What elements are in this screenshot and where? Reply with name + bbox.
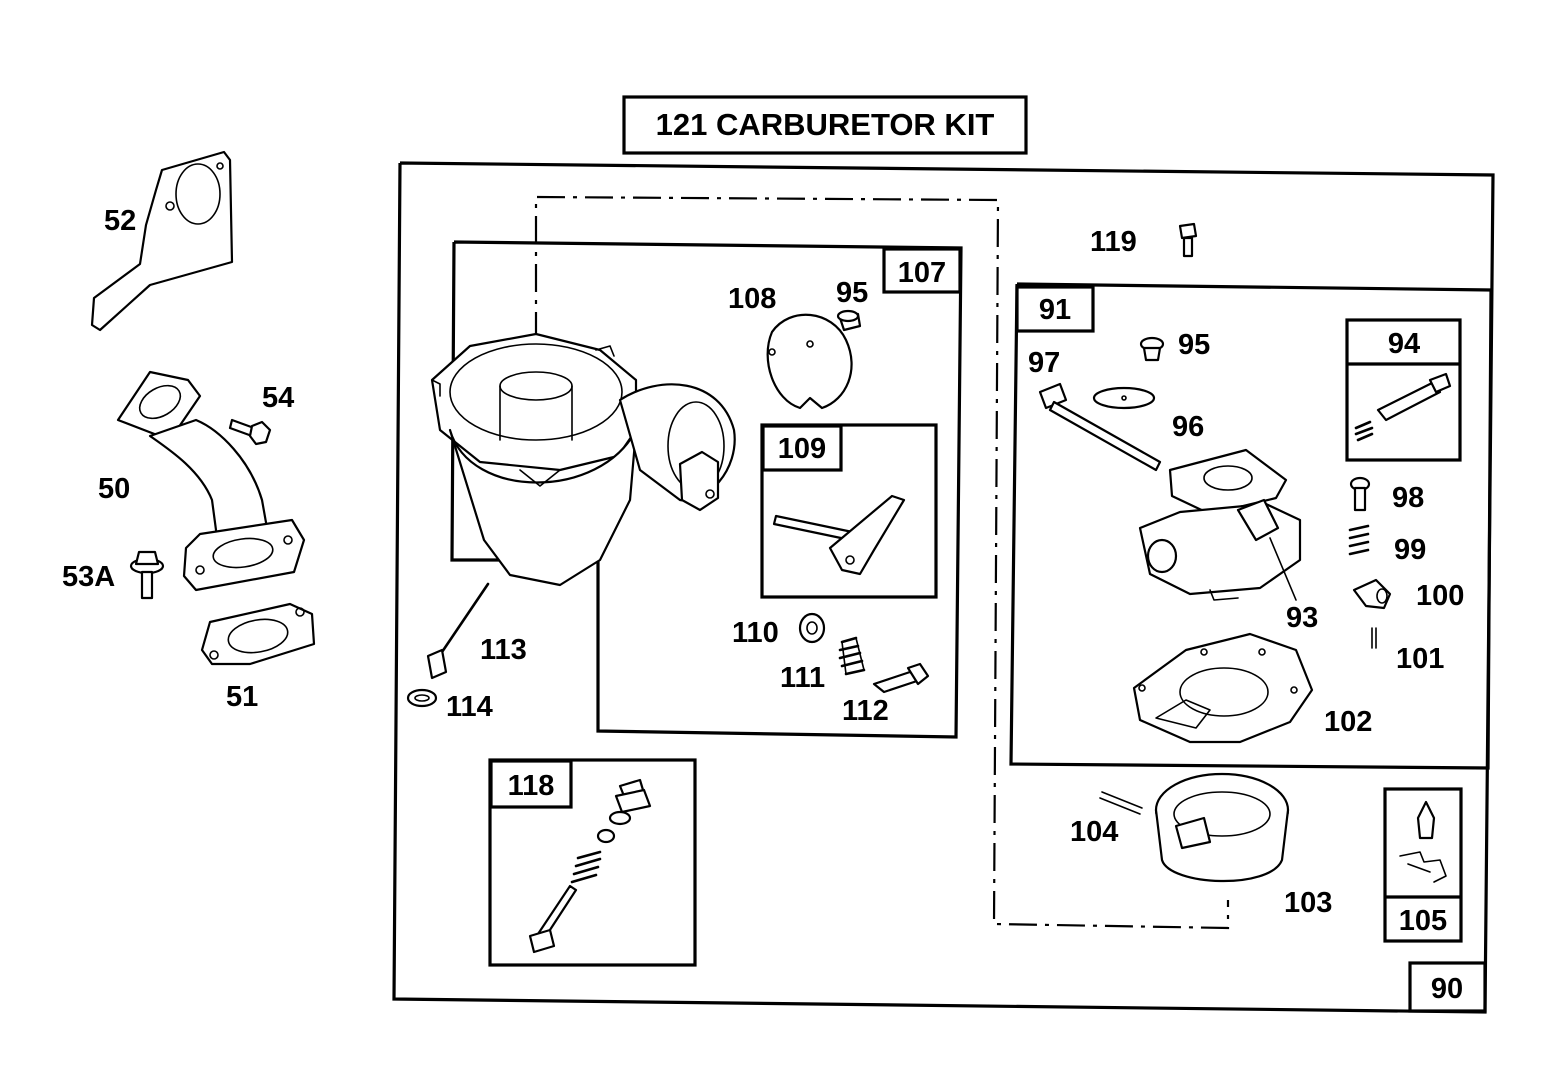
part-label-107: 107 (898, 257, 946, 289)
part-94-needle-assembly (1354, 372, 1452, 442)
assembly-line (534, 195, 1230, 930)
part-111-spring (838, 636, 866, 676)
label-box-118 (489, 759, 573, 809)
kit-outline (392, 161, 1495, 1014)
group-105-outline (1383, 787, 1463, 943)
part-95-screw-upper (836, 309, 862, 332)
part-51-gasket (200, 602, 316, 666)
part-label-109: 109 (778, 433, 826, 465)
part-label-53a: 53A (62, 561, 115, 593)
leader-93 (1269, 537, 1297, 601)
part-label-103: 103 (1284, 887, 1332, 919)
part-label-96: 96 (1172, 411, 1204, 443)
part-label-114: 114 (446, 691, 493, 723)
part-label-95-lower: 95 (1178, 329, 1210, 361)
part-101-pin (1371, 627, 1377, 649)
label-box-91 (1015, 285, 1095, 333)
part-99-spring (1348, 524, 1370, 556)
part-91-upper-body (1138, 448, 1302, 601)
part-label-113: 113 (480, 634, 527, 666)
part-97-choke-shaft (1038, 382, 1162, 472)
part-label-100: 100 (1416, 580, 1464, 612)
part-label-111: 111 (780, 662, 825, 694)
group-91-outline (1009, 282, 1493, 770)
part-label-102: 102 (1324, 706, 1372, 738)
part-114-o-ring (406, 688, 438, 708)
label-box-90 (1408, 961, 1487, 1013)
title-box (622, 95, 1028, 155)
part-label-94: 94 (1388, 328, 1420, 360)
part-label-105: 105 (1399, 905, 1447, 937)
diagram-title: 121 CARBURETOR KIT (656, 107, 995, 142)
part-label-50: 50 (98, 473, 130, 505)
part-105-inlet-needle (1399, 800, 1447, 883)
group-94-outline (1345, 318, 1462, 462)
part-113-needle (426, 582, 490, 680)
part-label-95-upper: 95 (836, 277, 868, 309)
part-label-98: 98 (1392, 482, 1424, 514)
part-102-gasket (1132, 632, 1314, 744)
part-118-needle-valve (528, 778, 652, 954)
part-54-bolt (228, 418, 272, 446)
part-95-screw-lower (1139, 336, 1165, 362)
part-label-54: 54 (262, 382, 294, 414)
part-label-99: 99 (1394, 534, 1426, 566)
part-50-intake-elbow (116, 370, 306, 592)
part-label-118: 118 (508, 770, 555, 802)
carburetor-body (430, 332, 736, 587)
part-112-idle-screw (872, 662, 930, 694)
part-104-pin (1099, 791, 1143, 815)
part-label-93: 93 (1286, 602, 1318, 634)
part-98-screw (1349, 476, 1371, 512)
label-box-107 (882, 247, 962, 294)
label-box-109 (761, 424, 843, 472)
part-96-choke-plate (1092, 386, 1156, 410)
part-label-97: 97 (1028, 347, 1060, 379)
part-label-104: 104 (1070, 816, 1118, 848)
part-label-52: 52 (104, 205, 136, 237)
part-label-90: 90 (1431, 973, 1463, 1005)
part-52-gasket-plate (90, 150, 234, 332)
part-label-112: 112 (842, 695, 889, 727)
part-label-119: 119 (1090, 226, 1137, 258)
part-100-float-hinge (1352, 578, 1392, 610)
group-109-outline (760, 423, 938, 599)
part-label-108: 108 (728, 283, 776, 315)
part-label-110: 110 (732, 617, 779, 649)
group-118-outline (488, 758, 697, 967)
part-103-float (1154, 772, 1290, 883)
part-label-101: 101 (1396, 643, 1444, 675)
part-label-91: 91 (1039, 294, 1071, 326)
part-119-screw (1178, 222, 1198, 258)
part-108-throttle-plate (766, 313, 853, 410)
part-110-washer (798, 612, 826, 644)
part-53a-flange-bolt (129, 550, 165, 600)
part-label-51: 51 (226, 681, 258, 713)
part-109-throttle-shaft (772, 494, 906, 576)
